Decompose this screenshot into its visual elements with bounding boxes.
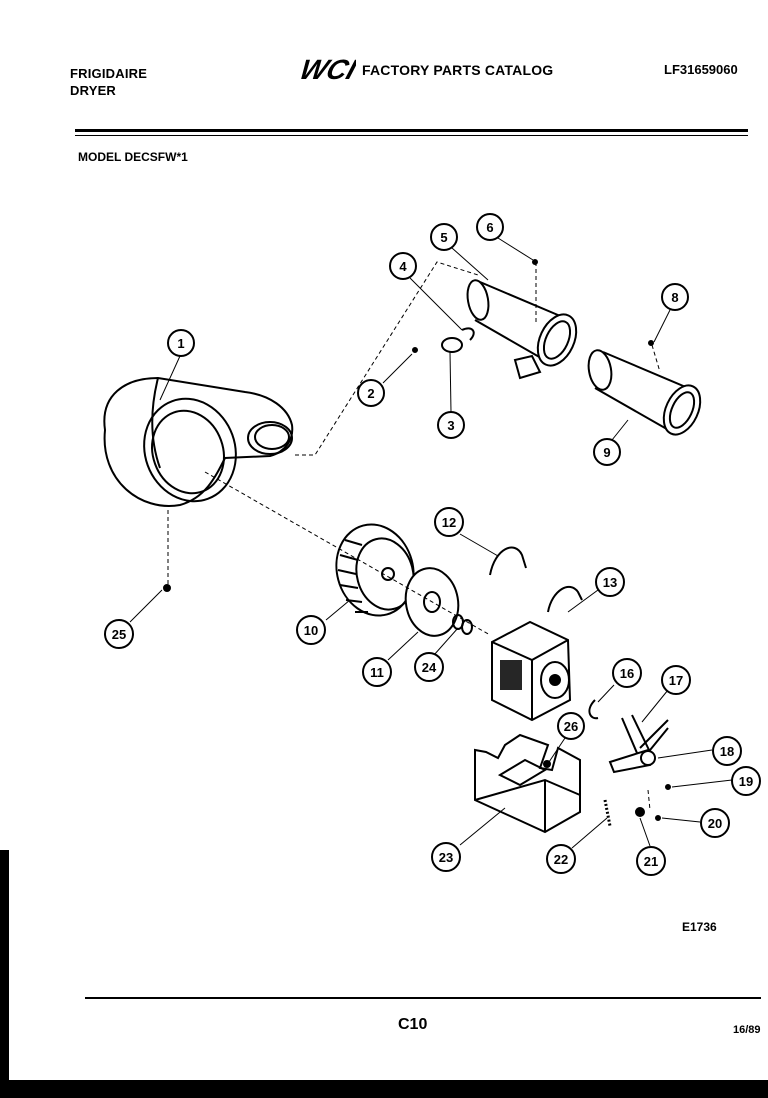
svg-text:13: 13 xyxy=(603,575,617,590)
svg-text:24: 24 xyxy=(422,660,437,675)
callout-1: 1 xyxy=(167,329,195,357)
svg-text:11: 11 xyxy=(370,665,384,680)
svg-text:26: 26 xyxy=(564,719,578,734)
callout-2: 2 xyxy=(357,379,385,407)
svg-text:20: 20 xyxy=(708,816,722,831)
scan-edge-left xyxy=(0,850,9,1098)
header-rule-thick xyxy=(75,129,748,132)
exhaust-duct-upper-part xyxy=(466,279,578,380)
catalog-title: FACTORY PARTS CATALOG xyxy=(362,62,554,78)
svg-text:5: 5 xyxy=(440,230,447,245)
model-label: MODEL DECSFW*1 xyxy=(78,150,188,164)
clamp-and-clip-parts xyxy=(441,327,475,353)
callout-19: 19 xyxy=(731,766,761,796)
product-type: DRYER xyxy=(70,83,117,98)
svg-text:10: 10 xyxy=(304,623,318,638)
svg-text:8: 8 xyxy=(671,290,678,305)
header-rule-thin xyxy=(75,135,748,136)
callout-6: 6 xyxy=(476,213,504,241)
svg-text:3: 3 xyxy=(447,418,454,433)
svg-text:25: 25 xyxy=(112,627,126,642)
footer-rule xyxy=(85,997,761,999)
exhaust-duct-right-part xyxy=(587,349,702,436)
washer-part xyxy=(452,614,473,635)
svg-text:6: 6 xyxy=(486,220,493,235)
callout-3: 3 xyxy=(437,411,465,439)
svg-text:22: 22 xyxy=(554,852,568,867)
callout-25: 25 xyxy=(104,619,134,649)
callout-4: 4 xyxy=(389,252,417,280)
motor-part xyxy=(491,620,572,722)
wci-logo: WCI xyxy=(296,55,356,84)
callout-5: 5 xyxy=(430,223,458,251)
svg-text:12: 12 xyxy=(442,515,456,530)
page-code: C10 xyxy=(398,1016,428,1033)
motor-mount-part xyxy=(474,733,581,834)
callout-13: 13 xyxy=(595,567,625,597)
svg-text:4: 4 xyxy=(399,259,407,274)
callout-17: 17 xyxy=(661,665,691,695)
svg-text:19: 19 xyxy=(739,774,753,789)
leader-lines xyxy=(129,237,733,849)
callout-20: 20 xyxy=(700,808,730,838)
callout-11: 11 xyxy=(362,657,392,687)
svg-text:16: 16 xyxy=(620,666,634,681)
callout-24: 24 xyxy=(414,652,444,682)
svg-text:21: 21 xyxy=(644,854,658,869)
callout-10: 10 xyxy=(296,615,326,645)
callout-21: 21 xyxy=(636,846,666,876)
fasteners xyxy=(163,259,671,821)
logo-text: WCI xyxy=(296,55,356,84)
scan-edge-bottom xyxy=(0,1080,768,1098)
callout-8: 8 xyxy=(661,283,689,311)
callouts: 1 2 3 4 5 6 8 9 10 11 12 13 16 17 18 19 … xyxy=(104,213,761,876)
svg-text:2: 2 xyxy=(367,386,374,401)
callout-18: 18 xyxy=(712,736,742,766)
motor-clamp-parts xyxy=(489,546,583,613)
brand-block: FRIGIDAIRE DRYER xyxy=(70,65,147,99)
revision-date: 16/89 xyxy=(733,1024,761,1036)
callout-23: 23 xyxy=(431,842,461,872)
assembly-lines xyxy=(167,261,661,811)
svg-text:9: 9 xyxy=(603,445,610,460)
svg-text:1: 1 xyxy=(177,336,184,351)
spring-and-nut-parts xyxy=(603,799,645,827)
svg-text:18: 18 xyxy=(720,744,734,759)
svg-text:17: 17 xyxy=(669,673,683,688)
callout-9: 9 xyxy=(593,438,621,466)
brand-name: FRIGIDAIRE xyxy=(70,66,148,81)
idler-assembly-parts xyxy=(588,699,669,774)
callout-12: 12 xyxy=(434,507,464,537)
svg-text:23: 23 xyxy=(439,850,453,865)
blower-housing-part xyxy=(103,376,294,507)
callout-26: 26 xyxy=(557,712,585,740)
callout-22: 22 xyxy=(546,844,576,874)
diagram-code: E1736 xyxy=(682,920,717,934)
blower-wheel-part xyxy=(335,523,415,617)
document-number: LF31659060 xyxy=(664,62,738,77)
callout-16: 16 xyxy=(612,658,642,688)
